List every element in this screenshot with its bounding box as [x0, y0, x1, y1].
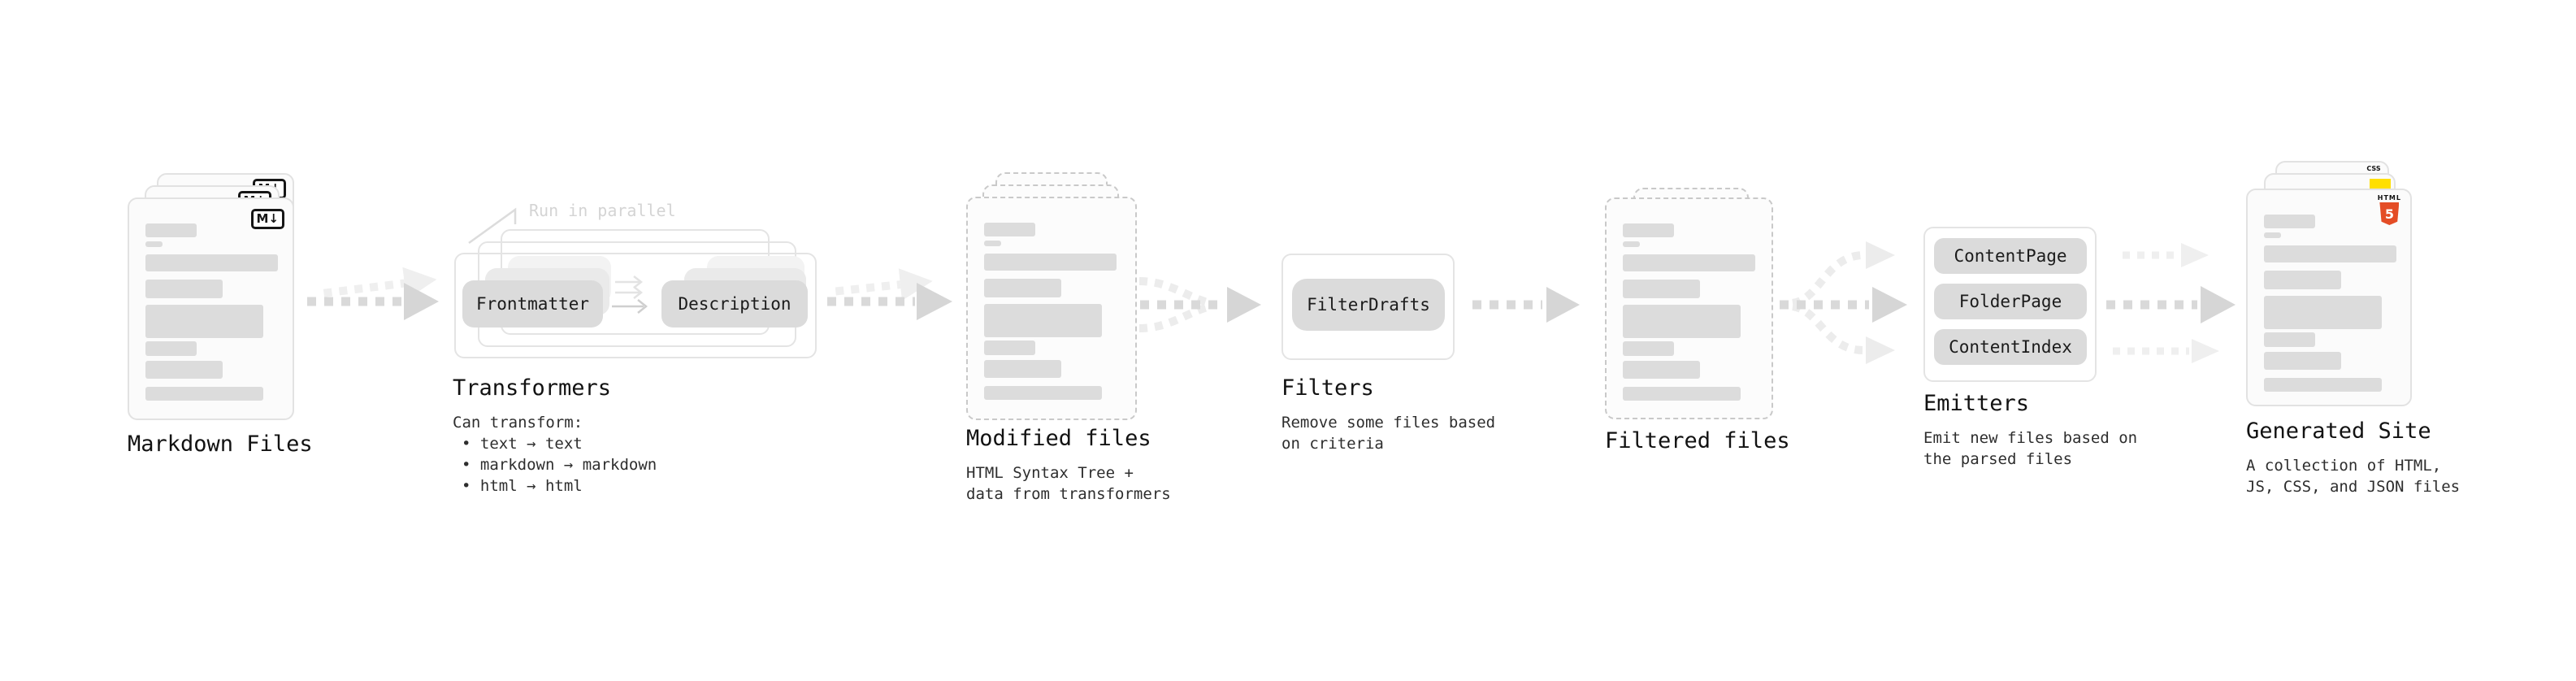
- filtered-file-card-front: [1605, 197, 1773, 419]
- document-placeholder-text: [1623, 223, 1755, 401]
- modified-files-caption: Modified files HTML Syntax Tree + data f…: [966, 426, 1171, 505]
- html5-icon-label: HTML: [2377, 194, 2401, 202]
- transformer-description: Description: [661, 280, 808, 327]
- stage-title: Transformers: [453, 375, 612, 401]
- markdown-file-card-front: M↓: [128, 197, 294, 420]
- emitter-contentpage: ContentPage: [1934, 238, 2087, 274]
- stage-description: Can transform:: [453, 414, 583, 432]
- js-icon: [2370, 179, 2391, 189]
- stage-title: Filtered files: [1605, 428, 1790, 453]
- arrow-modified-to-filters: [1138, 277, 1261, 332]
- stage-description: Emit new files based on the parsed files: [1923, 429, 2138, 468]
- filters-box: [1281, 254, 1455, 360]
- transform-bullet: • markdown → markdown: [462, 456, 657, 474]
- document-placeholder-text: [145, 223, 278, 401]
- transform-bullet: • text → text: [462, 435, 583, 453]
- stage-title: Modified files: [966, 426, 1151, 451]
- modified-file-card-front: [966, 197, 1137, 420]
- filters-caption: Filters Remove some files based on crite…: [1281, 375, 1495, 454]
- transformer-frontmatter: Frontmatter: [462, 280, 603, 327]
- stage-title: Markdown Files: [128, 432, 313, 457]
- emitter-contentindex: ContentIndex: [1934, 329, 2087, 365]
- arrow-filtered-to-emitters: [1780, 241, 1907, 364]
- html5-icon: HTML 5: [2378, 194, 2401, 225]
- arrow-transformers-to-modified: [827, 268, 952, 320]
- stage-description: Remove some files based on criteria: [1281, 414, 1496, 453]
- arrow-filters-to-filtered: [1472, 287, 1580, 323]
- transformers-caption: Transformers Can transform: • text → tex…: [453, 375, 657, 497]
- generated-site-caption: Generated Site A collection of HTML, JS,…: [2246, 419, 2460, 497]
- document-placeholder-text: [984, 223, 1117, 400]
- stage-description: A collection of HTML, JS, CSS, and JSON …: [2246, 457, 2461, 496]
- css-icon-label: CSS: [2366, 165, 2381, 172]
- stage-title: Emitters: [1923, 391, 2030, 416]
- transform-bullet: • html → html: [462, 477, 583, 495]
- stage-generated-site: CSS HTML 5: [2246, 161, 2412, 406]
- html5-icon-number: 5: [2384, 206, 2394, 222]
- stage-description: HTML Syntax Tree + data from transformer…: [966, 464, 1171, 503]
- stage-title: Generated Site: [2246, 419, 2431, 444]
- emitters-caption: Emitters Emit new files based on the par…: [1923, 391, 2137, 470]
- run-in-parallel-note: Run in parallel: [529, 201, 676, 220]
- markdown-files-caption: Markdown Files: [128, 432, 313, 457]
- stage-title: Filters: [1281, 375, 1374, 401]
- arrow-emitters-to-generated: [2106, 243, 2236, 363]
- stage-modified-files: [966, 172, 1137, 420]
- document-placeholder-text: [2264, 215, 2396, 392]
- filter-filterdrafts: FilterDrafts: [1292, 279, 1445, 331]
- stage-markdown-files: M↓ M↓ M↓: [128, 173, 294, 420]
- filtered-files-caption: Filtered files: [1605, 428, 1790, 453]
- emitters-box: [1923, 227, 2097, 382]
- generated-file-card-html: HTML 5: [2246, 189, 2412, 406]
- markdown-icon: M↓: [250, 209, 284, 229]
- stage-filtered-files: [1605, 188, 1773, 420]
- transformer-box-front: [454, 253, 817, 358]
- emitter-folderpage: FolderPage: [1934, 284, 2087, 319]
- arrow-markdown-to-transformers: [307, 267, 439, 320]
